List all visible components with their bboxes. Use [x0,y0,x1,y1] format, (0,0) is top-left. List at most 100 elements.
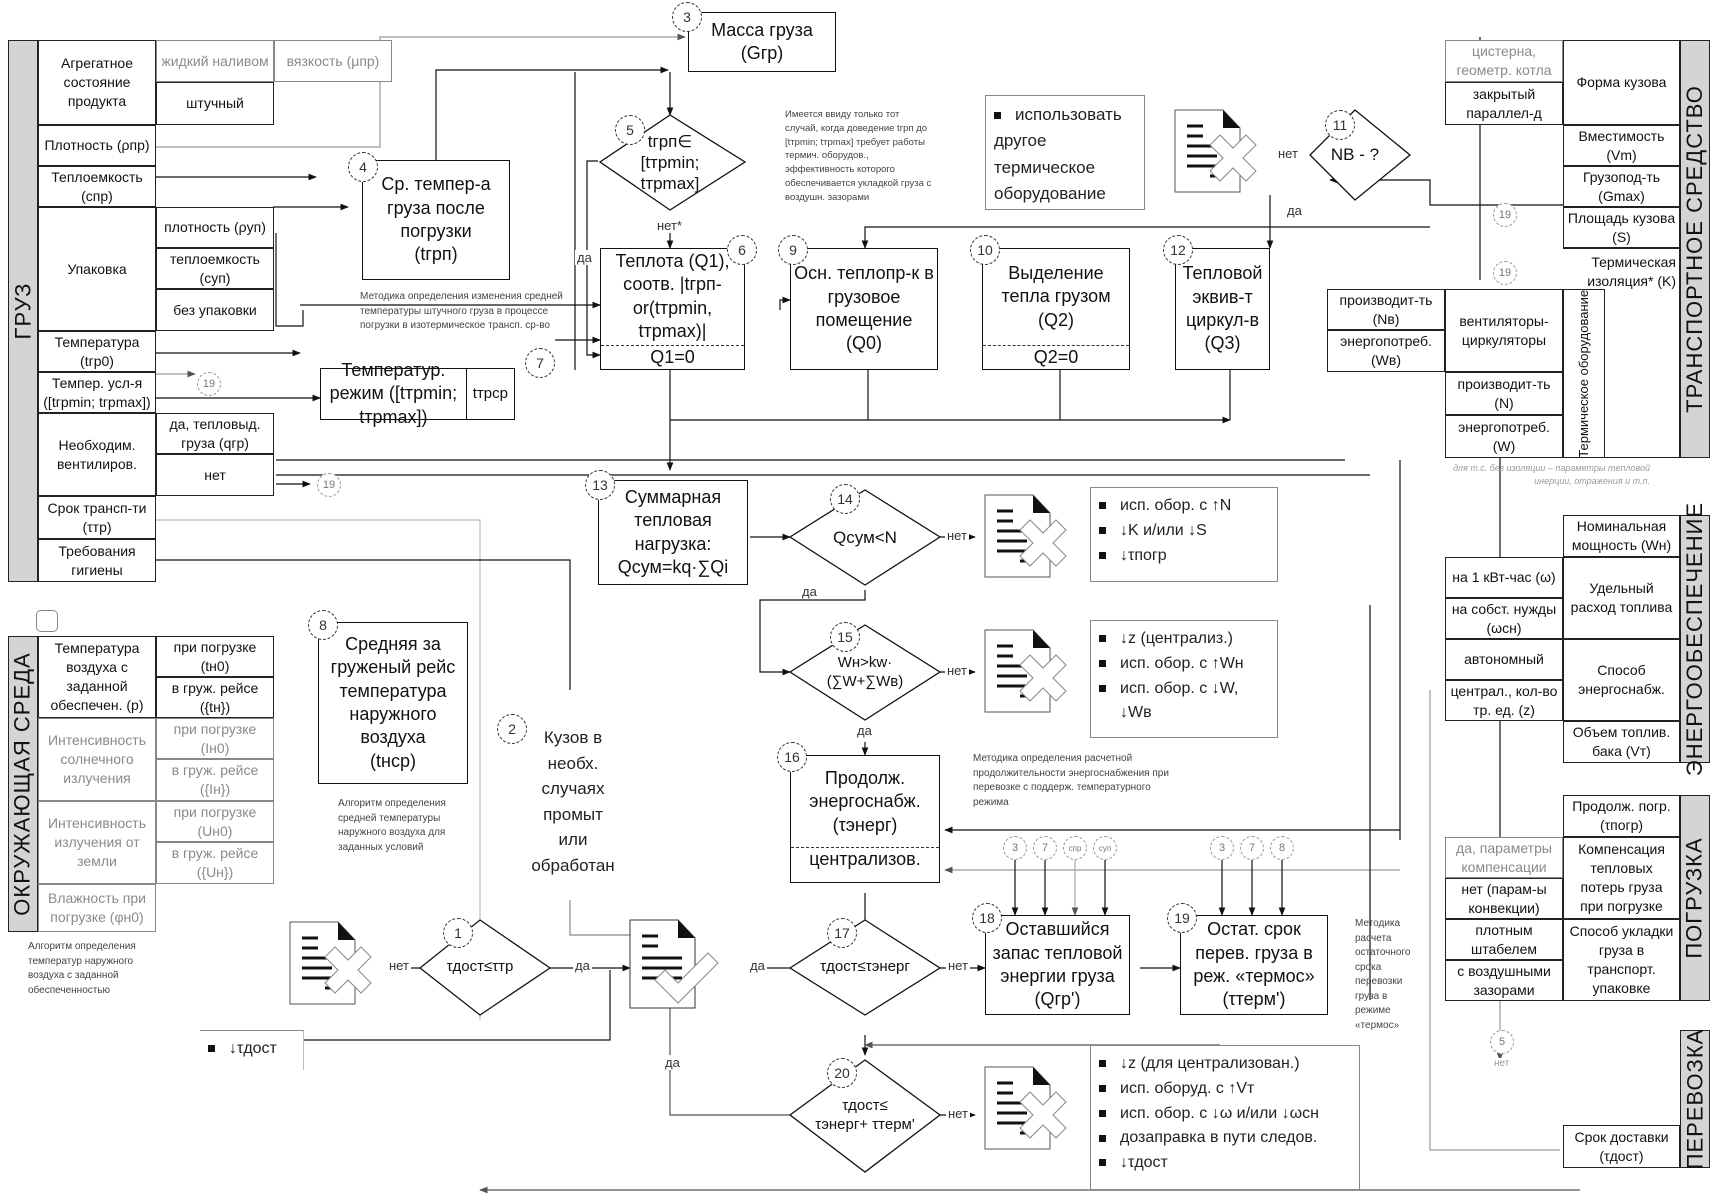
decision-15-yes: да [855,723,874,738]
block-19-thermos-term[interactable]: Остат. срок перев. груза в реж. «термос»… [1180,915,1328,1015]
vehicle-tank: цистерна, геометр. котла [1445,40,1563,82]
block-16-mid: (τэнерг) [832,814,898,835]
decision-1-number: 1 [443,918,473,948]
vehicle-perf: производит-ть (N) [1445,372,1563,415]
section-loading-label: ПОГРУЗКА [1682,837,1707,959]
block-4-title: Ср. темпер-а груза после погрузки [381,174,491,241]
vehicle-capacity: Вместимость (Vm) [1563,125,1680,166]
env-note: Алгоритм определения температур наружног… [28,941,136,996]
decision-11-remedy-text: использовать другое термическое оборудов… [994,105,1122,204]
block-8-number: 8 [308,610,338,640]
remedy-text: ↓τдост [1120,1154,1168,1172]
decision-15-text: Wн>kw· (∑W+∑Wв) [826,653,904,690]
cargo-packaging: Упаковка [38,207,156,331]
block-10-cargo-heat[interactable]: Выделение тепла грузом (Q2) Q2=0 [982,248,1130,370]
energy-tank: Объем топлив. бака (Vт) [1563,721,1680,763]
block-9-sub: (Q0) [846,333,882,354]
block-6-heat-q1[interactable]: Теплота (Q1), соотв. |tгрп-or(tтрmin, tт… [600,248,745,370]
energy-nominal: Номинальная мощность (Wн) [1563,515,1680,557]
vehicle-energy: энергопотреб. (W) [1445,415,1563,458]
vehicle-closed: закрытый параллел-д [1445,82,1563,125]
cargo-vent-yes: да, тепловыд. груза (qгр) [156,413,274,454]
decision-5-number: 5 [615,115,645,145]
section-transport-label: ПЕРЕВОЗКА [1682,1028,1708,1170]
block-7-temp-mode[interactable]: Температур. режим ([tтрmin; tтрmax]) tтр… [320,360,515,427]
vehicle-thermal-equipment-label: Термическое оборудование [1576,289,1592,458]
vehicle-fans: вентиляторы-циркуляторы [1445,289,1563,372]
decision-11-number: 11 [1325,110,1355,140]
decision-20-shape [788,1059,942,1173]
decision-20-yes: да [663,1055,682,1070]
block-8-avg-air-temp[interactable]: Средняя за груженый рейс температура нар… [318,622,468,784]
decision-1-no: нет [387,958,411,973]
block-18-ref: cуп [1093,836,1117,860]
decision-11-yes: да [1285,203,1304,218]
remedy-text: ↓z (для централизован.) [1120,1055,1300,1072]
block-13-total-heat-load[interactable]: Суммарная тепловая нагрузка: Qсум=kq·∑Qi [598,480,748,585]
block-3-title: Масса груза [711,19,813,40]
decision-20-text: τдост≤ τэнерг+ τтерм' [815,1097,915,1133]
block-16-number: 16 [777,742,807,772]
vehicle-fan-energy: энергопотреб. (Wв) [1327,330,1445,372]
block-16-sub: централизов. [791,846,939,871]
block-12-circulator-heat[interactable]: Тепловой эквив-т циркул-в (Q3) [1175,248,1270,370]
block-3-cargo-mass[interactable]: Масса груза (Gгр) [688,12,836,72]
remedy-item: исп. оборуд. с ↑Vт [1099,1077,1351,1102]
energy-method: Способ энергоснабж. [1563,639,1680,721]
decision-20-no: нет [946,1106,970,1121]
block-9-heat-inflow[interactable]: Осн. теплопр-к в грузовое помещение (Q0) [790,248,938,370]
env-loading-t: при погрузке (tн0) [156,636,274,677]
loading-stacking: Способ укладки груза в транспорт. упаков… [1563,919,1680,1001]
cargo-no-pack: без упаковки [156,289,274,331]
remedy-text: ↓Wв [1120,704,1152,722]
ref-19: 19 [197,372,221,396]
decision-17-text: τдост≤τэнерг [820,958,910,976]
cargo-liquid: жидкий наливом [156,40,274,82]
cargo-pack-density: плотность (ρуп) [156,207,274,248]
block-6-title: Теплота (Q1), соотв. |tгрп-or(tтрmin, tт… [615,251,730,342]
loading-comp-no: нет (парам-ы конвекции) [1445,878,1563,919]
block-18-sub: (Qгр') [1034,989,1081,1010]
cargo-density: Плотность (ρпр) [38,125,156,166]
env-trip-u: в груж. рейсе ({Uн}) [156,842,274,884]
loading-dense: плотным штабелем [1445,919,1563,960]
block-10-title: Выделение тепла грузом (Q2) [1001,262,1111,330]
remedy-item: исп. обор. с ↑Wн [1099,652,1269,677]
block-4-avg-temp[interactable]: Ср. темпер-а груза после погрузки (tгрп) [362,160,510,280]
energy-central: централ., кол-во тр. ед. (z) [1445,680,1563,721]
block-4-sub: (tгрп) [414,244,458,265]
ref-19: 19 [1493,203,1517,227]
section-transport: ПЕРЕВОЗКА [1680,1028,1710,1170]
block-4-number: 4 [348,152,378,182]
remedy-text: ↓z (централиз.) [1120,630,1233,647]
decision-1-remedy: ↓τдост [200,1030,304,1070]
block-2-text: Кузов в необх. случаях промыт или обрабо… [531,728,615,875]
block-18-ref: 7 [1033,836,1057,860]
decision-15-no: нет [945,663,969,678]
block-7-title: Температур. режим ([tтрmin; tтрmax]) [329,359,458,427]
decision-14-text: Qсум<N [833,527,897,547]
block-18-remaining-heat[interactable]: Оставшийся запас тепловой энергии груза … [985,915,1130,1015]
energy-autonomous: автономный [1445,639,1563,680]
block-7-number: 7 [525,348,555,378]
energy-specific: Удельный расход топлива [1563,557,1680,639]
cargo-hygiene: Требования гигиены [38,539,156,582]
cargo-piece: штучный [156,82,274,125]
vehicle-thermal-equipment: Термическое оборудование [1563,289,1605,458]
decision-17-no: нет [946,958,970,973]
block-18-title: Оставшийся запас тепловой энергии груза [992,919,1123,986]
remedy-item: ↓z (централиз.) [1099,627,1269,652]
decision-11-text: NВ - ? [1330,145,1380,165]
env-trip-i: в груж. рейсе ({Iн}) [156,759,274,801]
block-19-ref: 7 [1240,836,1264,860]
block-19-title: Остат. срок перев. груза в реж. «термос» [1193,919,1315,986]
block-19-ref: 3 [1210,836,1234,860]
block-16-energy-duration[interactable]: Продолж. энергоснабж. (τэнерг) централиз… [790,755,940,883]
block-4-note: Методика определения изменения средней т… [360,291,563,331]
env-loading-i: при погрузке (Iн0) [156,718,274,759]
database-icon [36,610,58,632]
reject-doc-icons [289,109,1257,1150]
block-3-number: 3 [672,2,702,32]
decision-11-remedy: использовать другое термическое оборудов… [985,95,1145,210]
vehicle-fan-perf: производит-ть (Nв) [1327,289,1445,330]
